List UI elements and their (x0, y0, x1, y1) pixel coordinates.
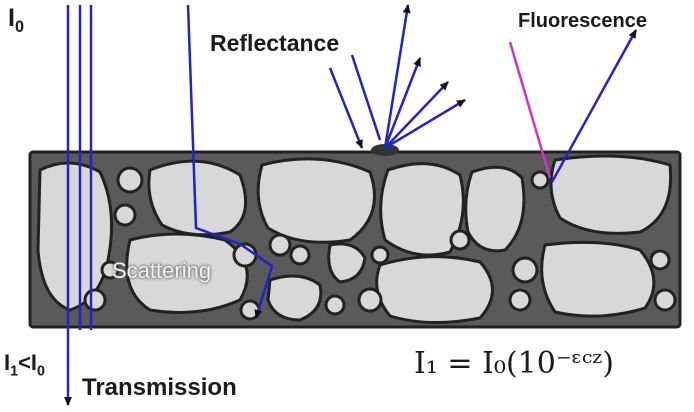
fluorescence-excitation-ray (508, 41, 552, 179)
grain (449, 229, 471, 251)
scattering-label: Scattering (112, 258, 212, 283)
transmission-label: Transmission (82, 374, 237, 401)
grain (116, 166, 144, 194)
grain (379, 162, 465, 257)
fluorescence-label: Fluorescence (518, 10, 647, 32)
grain (464, 165, 526, 253)
reflectance-rays (328, 4, 466, 150)
scattering-ray (186, 4, 274, 319)
grain (266, 274, 323, 322)
grain (268, 233, 292, 257)
grain (324, 294, 346, 316)
grain (125, 232, 249, 314)
reflectance-label: Reflectance (210, 30, 340, 56)
grain (83, 288, 107, 312)
grain (540, 240, 656, 318)
grains (36, 154, 677, 324)
grain (256, 157, 376, 244)
surface-particle (371, 144, 399, 156)
transmission-rays (64, 5, 93, 406)
grain (147, 159, 248, 237)
fluorescence-emission-ray (550, 29, 638, 183)
grain (370, 245, 390, 265)
grain (36, 161, 114, 312)
beer-lambert-equation: I₁ = I₀(10⁻ᵋᶜᶻ) (414, 346, 614, 381)
grain (375, 255, 494, 324)
grain (549, 154, 673, 235)
i1-lt-i0-label: I1<I0 (4, 350, 45, 380)
grain (100, 260, 120, 280)
grain (508, 288, 532, 312)
grain (511, 256, 539, 284)
grain (113, 203, 137, 227)
grain (653, 288, 677, 312)
grain (327, 242, 367, 284)
grain (649, 249, 671, 271)
i0-label: I0 (8, 4, 24, 36)
grain (357, 287, 383, 313)
grain (289, 244, 311, 266)
grain (530, 170, 550, 190)
